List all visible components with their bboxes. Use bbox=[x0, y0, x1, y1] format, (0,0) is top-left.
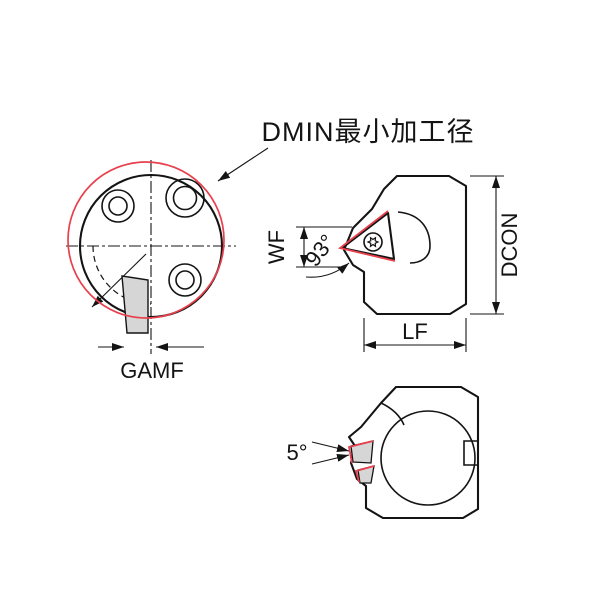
edge-highlight-lower-1 bbox=[347, 440, 374, 464]
angle-5-arrow-bottom bbox=[311, 453, 350, 465]
shank-detail-curve bbox=[380, 402, 405, 426]
shank-insert-pockets bbox=[350, 440, 375, 484]
clamp-screws bbox=[101, 178, 205, 297]
head-side-view bbox=[340, 174, 468, 316]
edge-highlight-upper bbox=[337, 210, 396, 262]
insert-triangle bbox=[340, 211, 396, 261]
head-outline bbox=[342, 174, 468, 316]
feed-direction-arrow bbox=[91, 253, 147, 308]
angle-93-arc bbox=[305, 262, 350, 278]
screw-bottom-outer bbox=[168, 263, 202, 297]
dmin-leader-line bbox=[217, 147, 269, 182]
gamf-label: GAMF bbox=[120, 358, 184, 383]
front-insert-shape bbox=[121, 275, 149, 334]
dmin-circle bbox=[67, 161, 225, 319]
angle-5-arrow-top bbox=[311, 441, 350, 453]
screw-top-left-inner bbox=[108, 196, 128, 216]
screw-top-left-outer bbox=[101, 189, 135, 223]
insert-screw bbox=[363, 232, 383, 252]
wf-label: WF bbox=[264, 230, 289, 264]
screw-top-right-outer bbox=[165, 178, 205, 218]
lf-label: LF bbox=[402, 319, 428, 344]
dashed-bore-arc bbox=[92, 245, 152, 305]
cutting-edge-highlight bbox=[337, 210, 396, 262]
lf-dimension bbox=[363, 318, 467, 352]
shank-view bbox=[347, 385, 480, 520]
shank-edge-highlight bbox=[347, 440, 375, 483]
shank-slot bbox=[463, 440, 478, 466]
shank-bore-circle bbox=[380, 410, 476, 506]
dcon-label: DCON bbox=[497, 213, 522, 278]
front-view bbox=[66, 160, 236, 354]
screw-top-right-inner bbox=[172, 185, 198, 211]
edge-highlight-lower-2 bbox=[354, 465, 375, 483]
screw-bottom-inner bbox=[175, 270, 195, 290]
front-insert-pocket bbox=[121, 275, 149, 334]
clamp-cavity-curve-1 bbox=[397, 211, 431, 247]
dmin-circle-group bbox=[67, 161, 225, 319]
shank-outline bbox=[347, 385, 480, 520]
wf-dimension bbox=[296, 226, 352, 268]
torx-icon bbox=[366, 236, 380, 248]
dmin-label: DMIN最小加工径 bbox=[262, 117, 475, 147]
clamp-cavity-curve-2 bbox=[409, 245, 431, 264]
angle-5-label: 5° bbox=[286, 440, 307, 465]
dcon-dimension bbox=[470, 175, 504, 315]
angle-5-dimension bbox=[311, 441, 350, 465]
angle-93-label: 93° bbox=[300, 230, 340, 272]
